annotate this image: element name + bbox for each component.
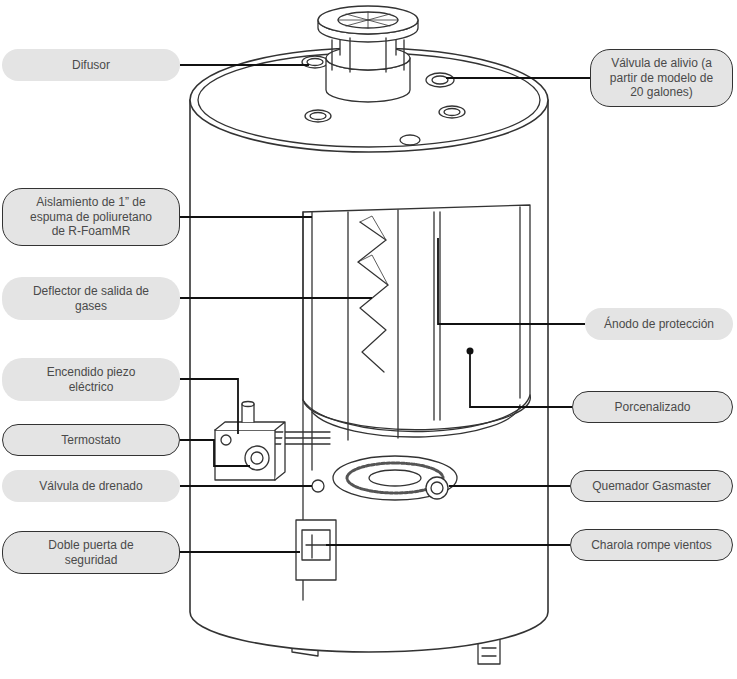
thermostat-knob xyxy=(251,452,263,464)
gas-deflector xyxy=(358,222,388,372)
label-pill: Aislamiento de 1” de espuma de poliureta… xyxy=(2,188,180,246)
label-pill: Deflector de salida de gases xyxy=(2,277,180,320)
fitting xyxy=(307,59,323,66)
anode xyxy=(434,212,440,420)
leader-line xyxy=(180,551,300,553)
label-pill: Porcenalizado xyxy=(572,391,733,423)
part-label: Deflector de salida de gases xyxy=(31,284,151,313)
part-label: Difusor xyxy=(72,58,110,72)
part-label: Aislamiento de 1” de espuma de poliureta… xyxy=(24,195,159,238)
part-label: Encendido piezo eléctrico xyxy=(36,365,146,394)
relief-valve xyxy=(432,76,448,84)
leader-line xyxy=(180,485,312,487)
part-label: Charola rompe vientos xyxy=(591,538,712,552)
part-label: Válvula de drenado xyxy=(39,479,142,493)
leader-dot xyxy=(467,348,474,355)
fitting xyxy=(310,113,326,120)
thermostat-box xyxy=(215,422,285,480)
leader-line xyxy=(446,77,590,79)
label-pill: Ánodo de protección xyxy=(585,308,733,340)
leg-slots xyxy=(482,648,496,656)
burner xyxy=(369,470,421,486)
part-label: Válvula de alivio (a partir de modelo de… xyxy=(606,56,718,99)
label-pill: Doble puerta de seguridad xyxy=(2,531,180,574)
leader-line xyxy=(180,297,372,299)
fitting xyxy=(302,56,328,68)
leader-line xyxy=(326,544,570,546)
leader-line xyxy=(438,238,585,324)
wind-tray xyxy=(302,530,330,560)
part-label: Doble puerta de seguridad xyxy=(36,538,146,567)
leader-line xyxy=(180,440,250,466)
part-label: Porcenalizado xyxy=(614,400,690,414)
cutaway xyxy=(303,205,530,430)
fitting xyxy=(305,110,331,122)
label-pill: Charola rompe vientos xyxy=(570,529,733,561)
gas-deflector xyxy=(358,216,388,285)
gasmaster-burner xyxy=(426,477,448,499)
diffuser xyxy=(318,6,418,34)
diffuser xyxy=(338,12,398,28)
leader-line xyxy=(470,354,572,407)
diffuser-vanes xyxy=(338,12,398,28)
leader-line xyxy=(449,485,570,487)
thermostat-stem xyxy=(242,402,254,407)
part-label: Termostato xyxy=(61,433,120,447)
part-label: Quemador Gasmaster xyxy=(592,479,711,493)
diffuser-legs xyxy=(332,38,404,72)
leader-line xyxy=(180,216,312,218)
piezo-button xyxy=(221,435,231,445)
fitting xyxy=(439,106,465,118)
tank-body xyxy=(190,100,548,652)
label-pill: Válvula de alivio (a partir de modelo de… xyxy=(590,49,733,107)
label-pill: Válvula de drenado xyxy=(2,470,180,502)
drain-valve xyxy=(312,480,324,492)
label-pill: Quemador Gasmaster xyxy=(570,470,733,502)
fitting xyxy=(400,135,420,145)
flue-tube xyxy=(348,210,398,440)
label-pill: Encendido piezo eléctrico xyxy=(2,358,180,401)
relief-valve xyxy=(426,73,454,87)
label-pill: Difusor xyxy=(2,49,180,81)
thermostat-box xyxy=(215,430,275,480)
part-label: Ánodo de protección xyxy=(604,317,714,331)
label-pill: Termostato xyxy=(2,424,180,456)
burner xyxy=(333,456,457,500)
insulation-edge xyxy=(311,212,312,470)
fitting xyxy=(444,109,460,116)
gasmaster-burner xyxy=(431,482,443,494)
leader-line xyxy=(180,64,309,66)
insulation-edge xyxy=(519,207,520,398)
safety-door xyxy=(296,520,336,580)
tank-bottom-ring xyxy=(312,405,520,437)
leader-line xyxy=(180,379,238,434)
